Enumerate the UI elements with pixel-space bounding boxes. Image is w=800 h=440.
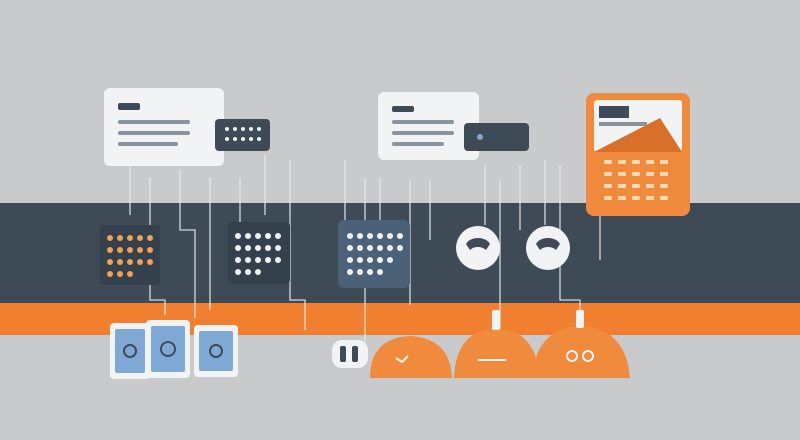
- orange-mound-icon-2: [454, 310, 540, 378]
- tablet-icon-2: [146, 320, 190, 378]
- left-message-card: [104, 88, 224, 166]
- phone-icon-2: [526, 226, 570, 270]
- orange-mound-icon-1: [370, 336, 452, 378]
- middle-message-card: [378, 92, 479, 160]
- plug-connector-icon: [332, 340, 368, 368]
- tablet-icon-1: [110, 323, 150, 379]
- dot-matrix-panel-2: [228, 222, 290, 284]
- status-badge-icon: [464, 123, 529, 151]
- dot-matrix-panel-1: [100, 225, 160, 285]
- orange-mound-icon-3: [532, 310, 630, 378]
- orange-window-icon: [586, 93, 690, 216]
- keypad-badge-icon: [215, 119, 270, 151]
- dot-matrix-panel-3: [338, 220, 410, 288]
- tablet-icon-3: [194, 325, 238, 377]
- phone-icon-1: [456, 226, 500, 270]
